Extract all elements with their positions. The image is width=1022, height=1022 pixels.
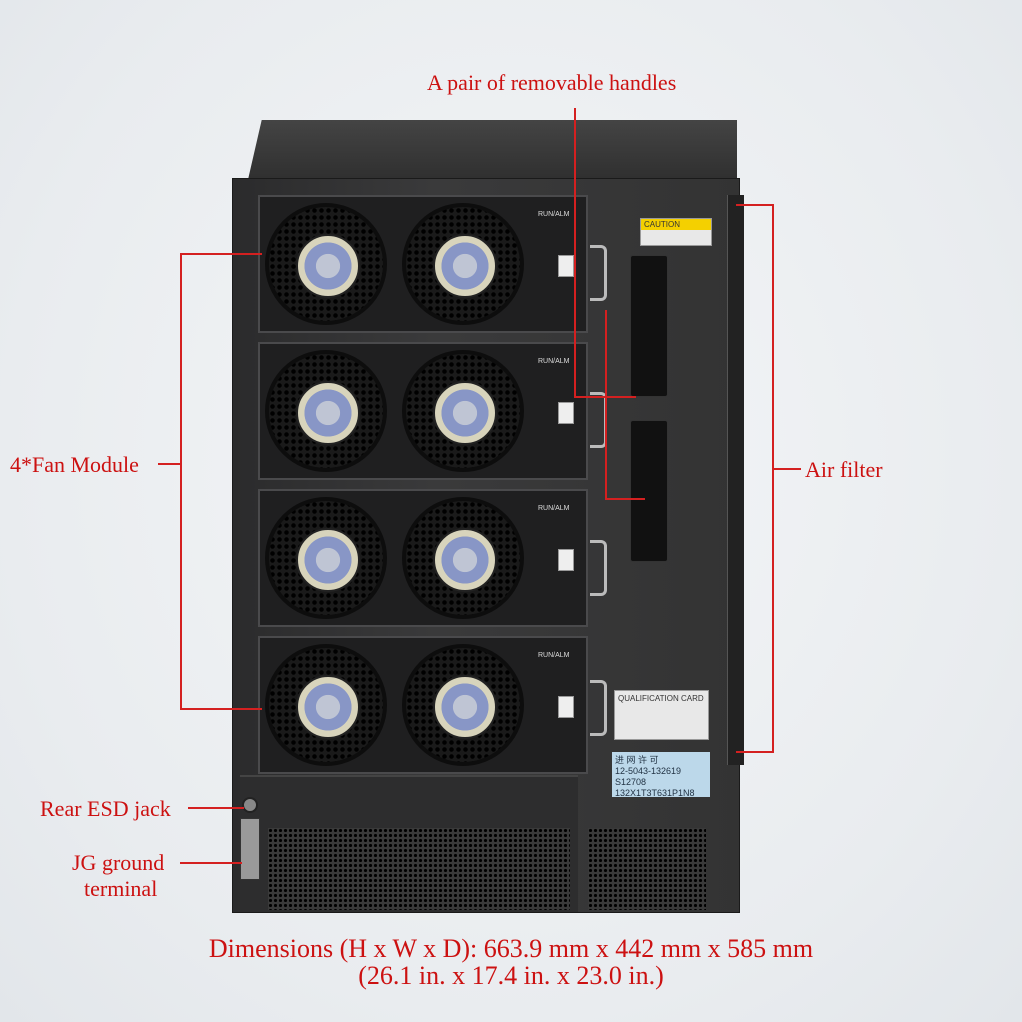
chassis-top (247, 120, 737, 184)
dimensions-imperial: (26.1 in. x 17.4 in. x 23.0 in.) (358, 961, 664, 990)
fan-module-4: RUN/ALM (258, 636, 588, 774)
air-filter-rail (727, 195, 744, 765)
run-alm-indicator: RUN/ALM (538, 358, 570, 365)
run-alm-indicator: RUN/ALM (538, 652, 570, 659)
warning-sticker (558, 549, 574, 571)
fan-handle (590, 245, 607, 301)
fan-hub (433, 675, 497, 739)
fan-hub (296, 234, 360, 298)
fan (265, 350, 387, 472)
fan-module-1: RUN/ALM (258, 195, 588, 333)
ground-terminal-label-line1: JG ground (72, 850, 165, 875)
removable-handle-lower (630, 420, 668, 562)
rear-vent-right (588, 828, 706, 910)
fan-hub (433, 381, 497, 445)
ground-leader (180, 862, 242, 864)
rear-vent-left (268, 828, 570, 910)
fan-module-bracket (180, 253, 262, 255)
fan (402, 644, 524, 766)
fan-module-bracket (180, 253, 182, 709)
fan-hub (433, 528, 497, 592)
fan-module-3: RUN/ALM (258, 489, 588, 627)
fan-hub (433, 234, 497, 298)
fan-module-2: RUN/ALM (258, 342, 588, 480)
esd-leader (188, 807, 244, 809)
ground-terminal-label-line2: terminal (84, 876, 158, 901)
handles-leader (605, 310, 607, 500)
warning-sticker (558, 402, 574, 424)
esd-jack-label: Rear ESD jack (40, 796, 171, 821)
handles-leader (574, 108, 576, 398)
warning-sticker (558, 255, 574, 277)
fan (265, 497, 387, 619)
license-line-2: S12708 (615, 777, 647, 787)
caution-label: CAUTION (640, 218, 712, 246)
air-filter-bracket (736, 751, 774, 753)
air-filter-bracket (772, 204, 774, 752)
fan-hub (296, 381, 360, 445)
fan-handle (590, 540, 607, 596)
handles-leader (605, 498, 645, 500)
fan-hub (296, 528, 360, 592)
network-license-label: 进 网 许 可 12-5043-132619 S12708 132X1T3T63… (612, 752, 710, 798)
warning-sticker (558, 696, 574, 718)
esd-jack (242, 797, 258, 813)
fan (402, 350, 524, 472)
fan (265, 203, 387, 325)
fan-module-leader (158, 463, 180, 465)
fan (265, 644, 387, 766)
ground-terminal (240, 818, 260, 880)
air-filter-leader (773, 468, 801, 470)
removable-handle-upper (630, 255, 668, 397)
fan-module-label: 4*Fan Module (10, 452, 139, 477)
fan-hub (296, 675, 360, 739)
fan (402, 497, 524, 619)
dimensions-metric: Dimensions (H x W x D): 663.9 mm x 442 m… (208, 934, 814, 963)
run-alm-indicator: RUN/ALM (538, 505, 570, 512)
license-title: 进 网 许 可 (615, 755, 659, 765)
license-line-1: 12-5043-132619 (615, 766, 682, 776)
license-line-3: 132X1T3T631P1N8 (615, 788, 695, 798)
caution-text: CAUTION (641, 219, 711, 230)
air-filter-label: Air filter (805, 457, 883, 482)
qualification-card: QUALIFICATION CARD (614, 690, 709, 740)
fan-handle (590, 680, 607, 736)
fan (402, 203, 524, 325)
air-filter-bracket (736, 204, 774, 206)
qualification-card-title: QUALIFICATION CARD (618, 694, 704, 703)
fan-module-bracket (180, 708, 262, 710)
run-alm-indicator: RUN/ALM (538, 211, 570, 218)
handles-label: A pair of removable handles (427, 70, 677, 95)
